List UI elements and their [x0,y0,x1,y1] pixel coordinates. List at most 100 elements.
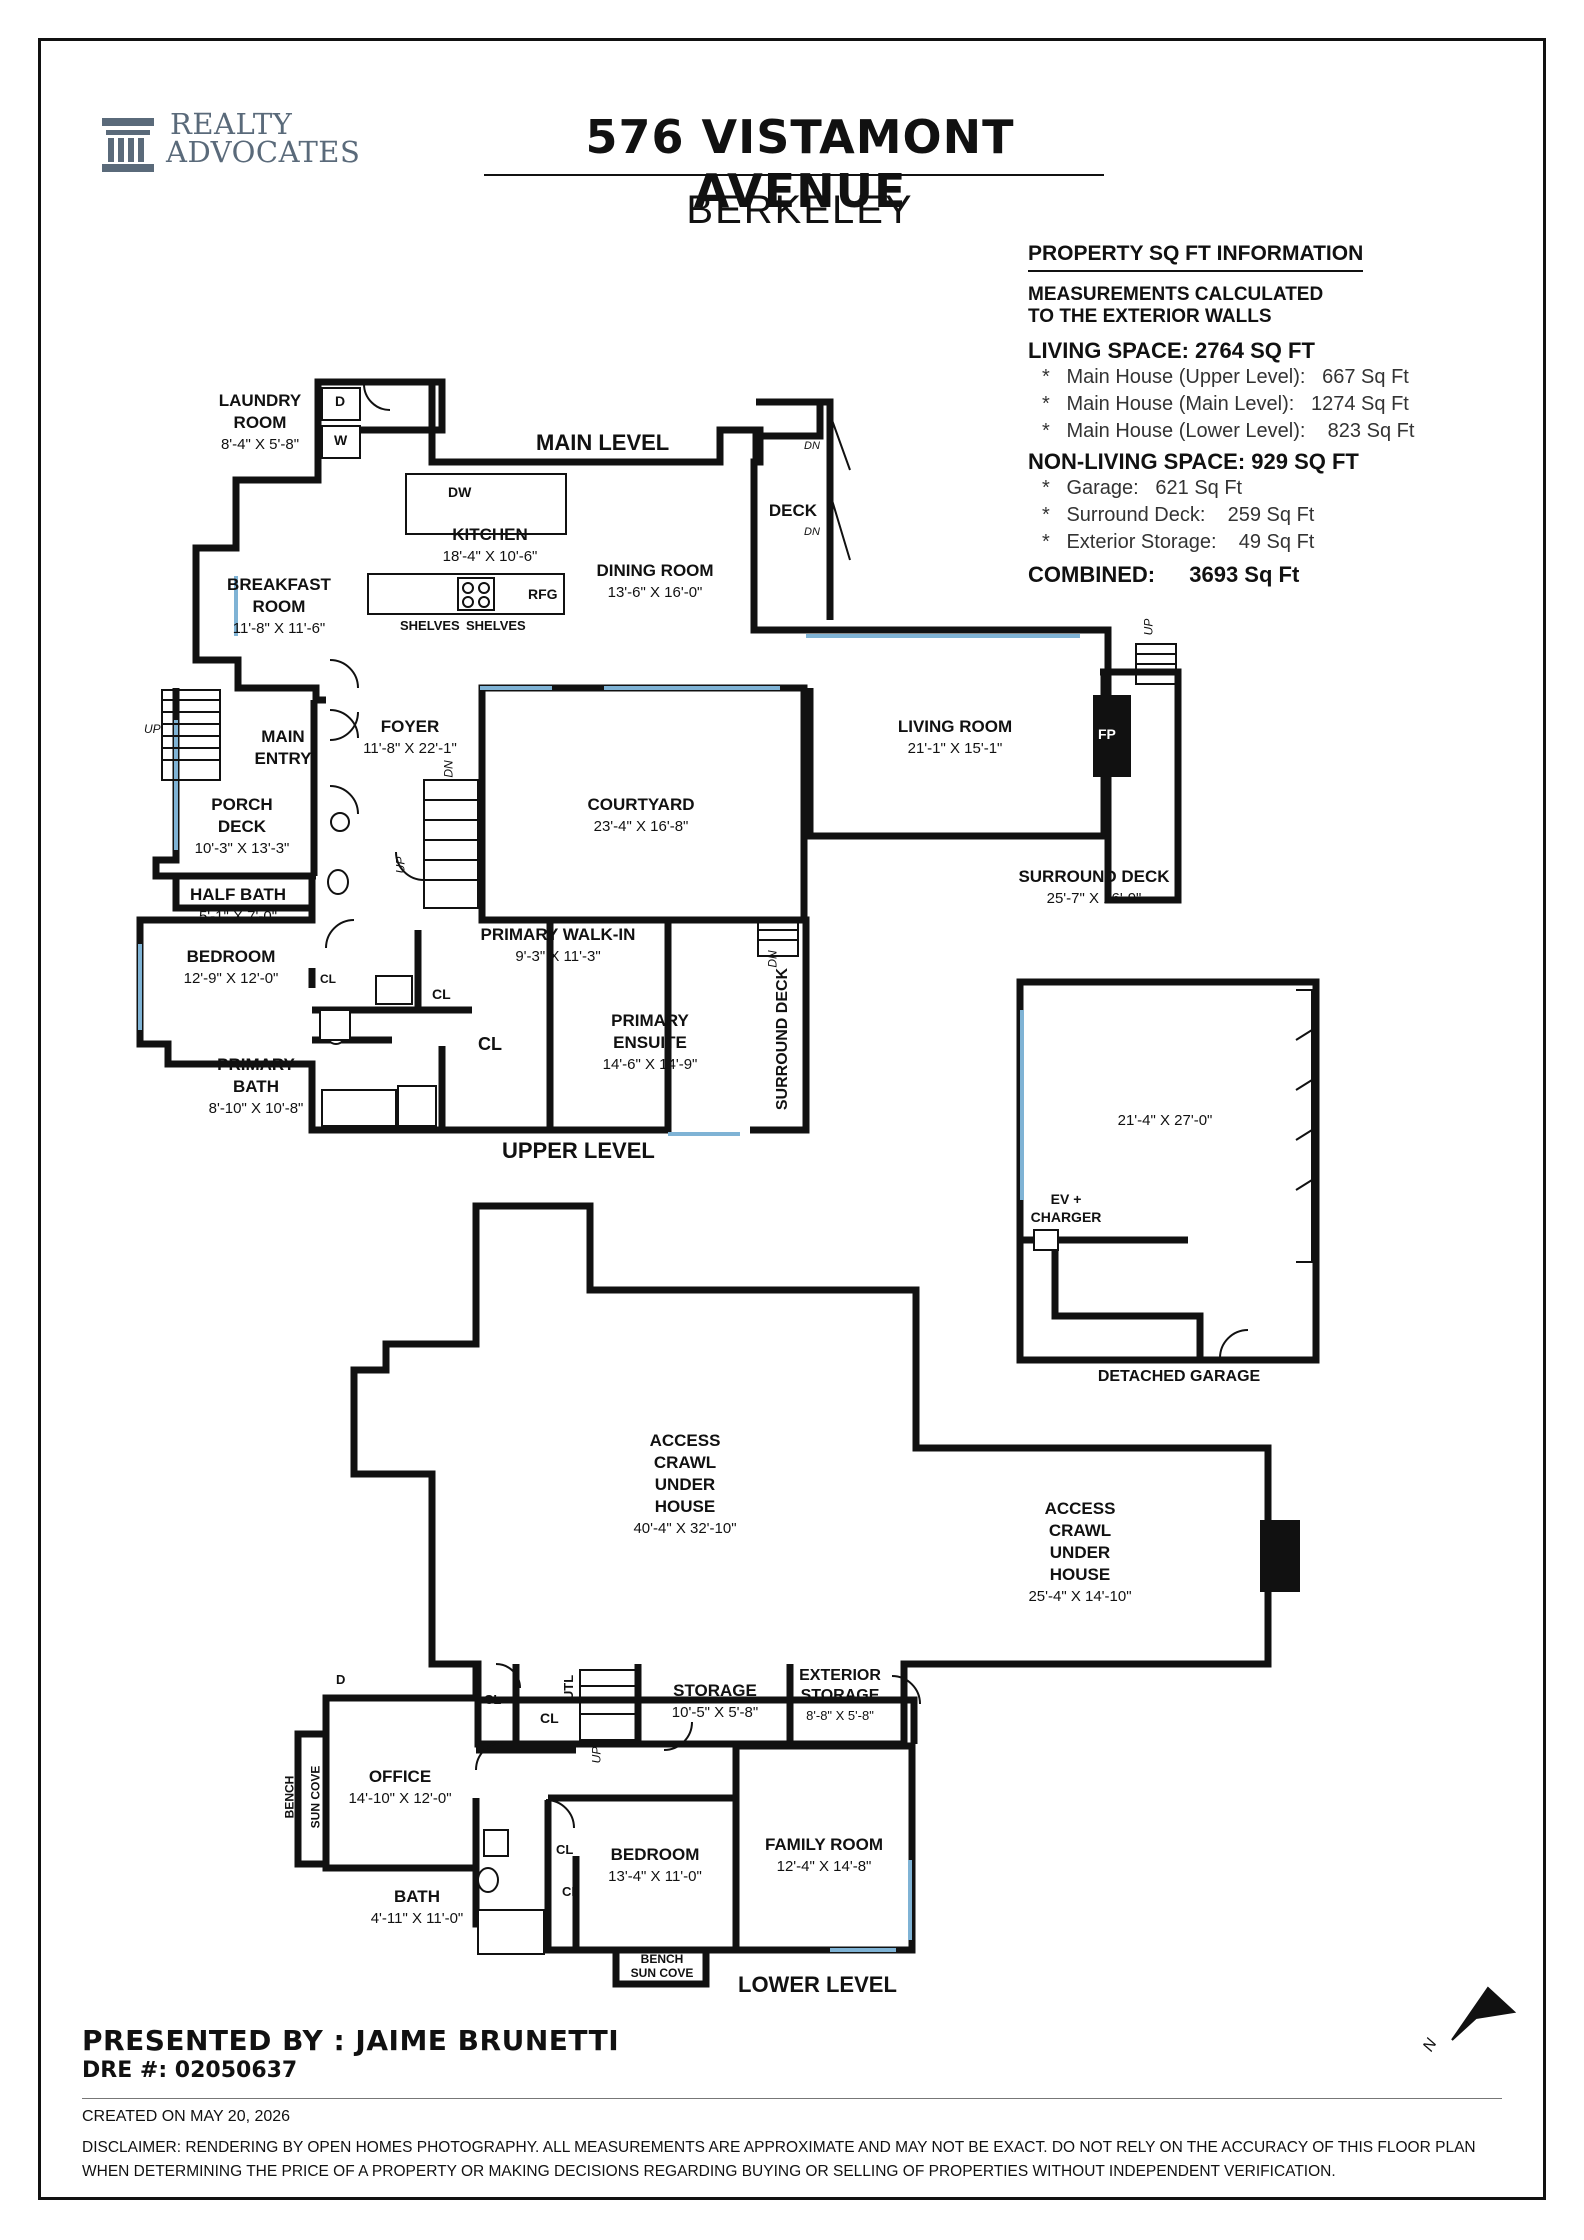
door-swing [395,851,425,881]
room-bath-lower: BATH 4'-11" X 11'-0" [362,1886,472,1930]
door-swing [663,1721,693,1751]
room-name: BREAKFAST ROOM [227,575,331,616]
bath-lower-shower [477,1909,545,1955]
deck-outline [756,401,831,620]
room-name: BEDROOM [610,1845,700,1864]
door-swing [329,785,359,815]
garage-wall [1051,1246,1204,1358]
living-item: * Main House (Lower Level): 823 Sq Ft [1042,420,1415,442]
room-dim: 23'-4" X 16'-8" [593,818,689,835]
closet-label: CL [556,1842,574,1857]
washer-icon [321,425,361,459]
lower-level-label: LOWER LEVEL [738,1972,897,1997]
disclaimer: DISCLAIMER: RENDERING BY OPEN HOMES PHOT… [82,2139,1476,2180]
deck-stairs [831,419,851,561]
door-swing [363,383,391,411]
room-name: BATH [394,1887,440,1906]
dn-label: DN [804,526,820,538]
room-name: PRIMARY WALK-IN [480,925,636,944]
lower-level-wall [548,1742,916,1954]
page-border [38,38,1546,2200]
lower-level-wall [612,1950,710,1988]
upper-level-label: UPPER LEVEL [502,1138,655,1163]
main-level-wall [752,398,824,462]
room-name: DECK [768,501,818,520]
sqft-info-heading: PROPERTY SQ FT INFORMATION [1028,242,1364,272]
foyer-stair [423,779,479,909]
door-swing [329,659,359,689]
kitchen-island [405,473,567,535]
combined-value: 3693 Sq Ft [1189,562,1300,587]
vanity-icon [375,975,413,1005]
living-item: * Main House (Upper Level): 667 Sq Ft [1042,366,1409,388]
combined-total: COMBINED: 3693 Sq Ft [1028,562,1498,588]
title-divider [484,174,1104,176]
room-name: PRIMARY ENSUITE [611,1011,689,1052]
room-name: DETACHED GARAGE [1097,1368,1261,1385]
room-garage: DETACHED GARAGE [1084,1366,1274,1388]
combined-label: COMBINED: [1028,562,1156,587]
garage-door [1296,989,1313,1263]
living-item: * Main House (Main Level): 1274 Sq Ft [1042,393,1409,415]
room-dim: 13'-6" X 16'-0" [607,584,703,601]
dw-label: DW [448,484,472,500]
lower-level-wall [294,1730,330,1868]
toilet-icon [477,1867,499,1893]
room-dim: 40'-4" X 32'-10" [633,1520,737,1537]
room-dim: 25'-7" X 16'-9" [1046,890,1142,907]
room-dim: 14'-10" X 12'-0" [348,1790,452,1807]
room-name: KITCHEN [452,525,528,544]
nonliving-item: * Exterior Storage: 49 Sq Ft [1042,531,1315,553]
presented-by: PRESENTED BY : JAIME BRUNETTI [82,2024,620,2057]
room-primary-ensuite: PRIMARY ENSUITE 14'-6" X 14'-9" [590,1010,710,1076]
room-dim: 11'-8" X 11'-6" [232,620,326,637]
room-name: LIVING ROOM [897,717,1013,736]
bathtub-icon [321,1089,397,1127]
door-swing [475,1741,505,1771]
closet-label: CL [320,972,336,986]
room-foyer: FOYER 11'-8" X 22'-1" [350,716,470,760]
measure-note-2: TO THE EXTERIOR WALLS [1028,306,1272,327]
room-name: LAUNDRY ROOM [218,391,302,432]
room-name: DINING ROOM [596,561,714,580]
shelves-label: SHELVES [466,618,526,633]
lower-level-wall [544,1800,736,1954]
door-swing [1219,1329,1249,1359]
nonliving-item: * Surround Deck: 259 Sq Ft [1042,504,1315,526]
room-dim: 11'-8" X 22'-1" [363,740,457,757]
sqft-info-panel: PROPERTY SQ FT INFORMATION MEASUREMENTS … [1028,242,1498,588]
garage-door [1295,1029,1313,1191]
up-label: UP [144,722,161,736]
room-name: STORAGE [673,1681,757,1700]
sink-icon [330,812,350,832]
dn-label: DN [765,950,780,968]
logo-icon [102,118,154,172]
door-swing [495,1663,521,1689]
room-dim: 4'-11" X 11'-0" [370,1910,464,1927]
living-space-total: LIVING SPACE: 2764 SQ FT [1028,338,1315,363]
room-main-entry: MAIN ENTRY [240,726,326,770]
room-dim: 14'-6" X 14'-9" [602,1056,698,1073]
crawl-wall [350,1202,1272,1748]
bench-sun-cove-label: BENCH SUN COVE [630,1952,694,1980]
room-garage-dim: 21'-4" X 27'-0" [1100,1110,1230,1132]
compass-label: N [1420,2036,1441,2055]
room-dim: 10'-5" X 5'-8" [671,1704,759,1721]
room-name: OFFICE [368,1767,432,1786]
up-label: UP [393,856,408,874]
room-name: FAMILY ROOM [764,1835,884,1854]
room-name: ACCESS CRAWL UNDER HOUSE [649,1431,721,1516]
closet-label: CL [562,1884,580,1899]
surround-deck-stair [757,919,799,957]
room-name: FOYER [380,717,440,736]
